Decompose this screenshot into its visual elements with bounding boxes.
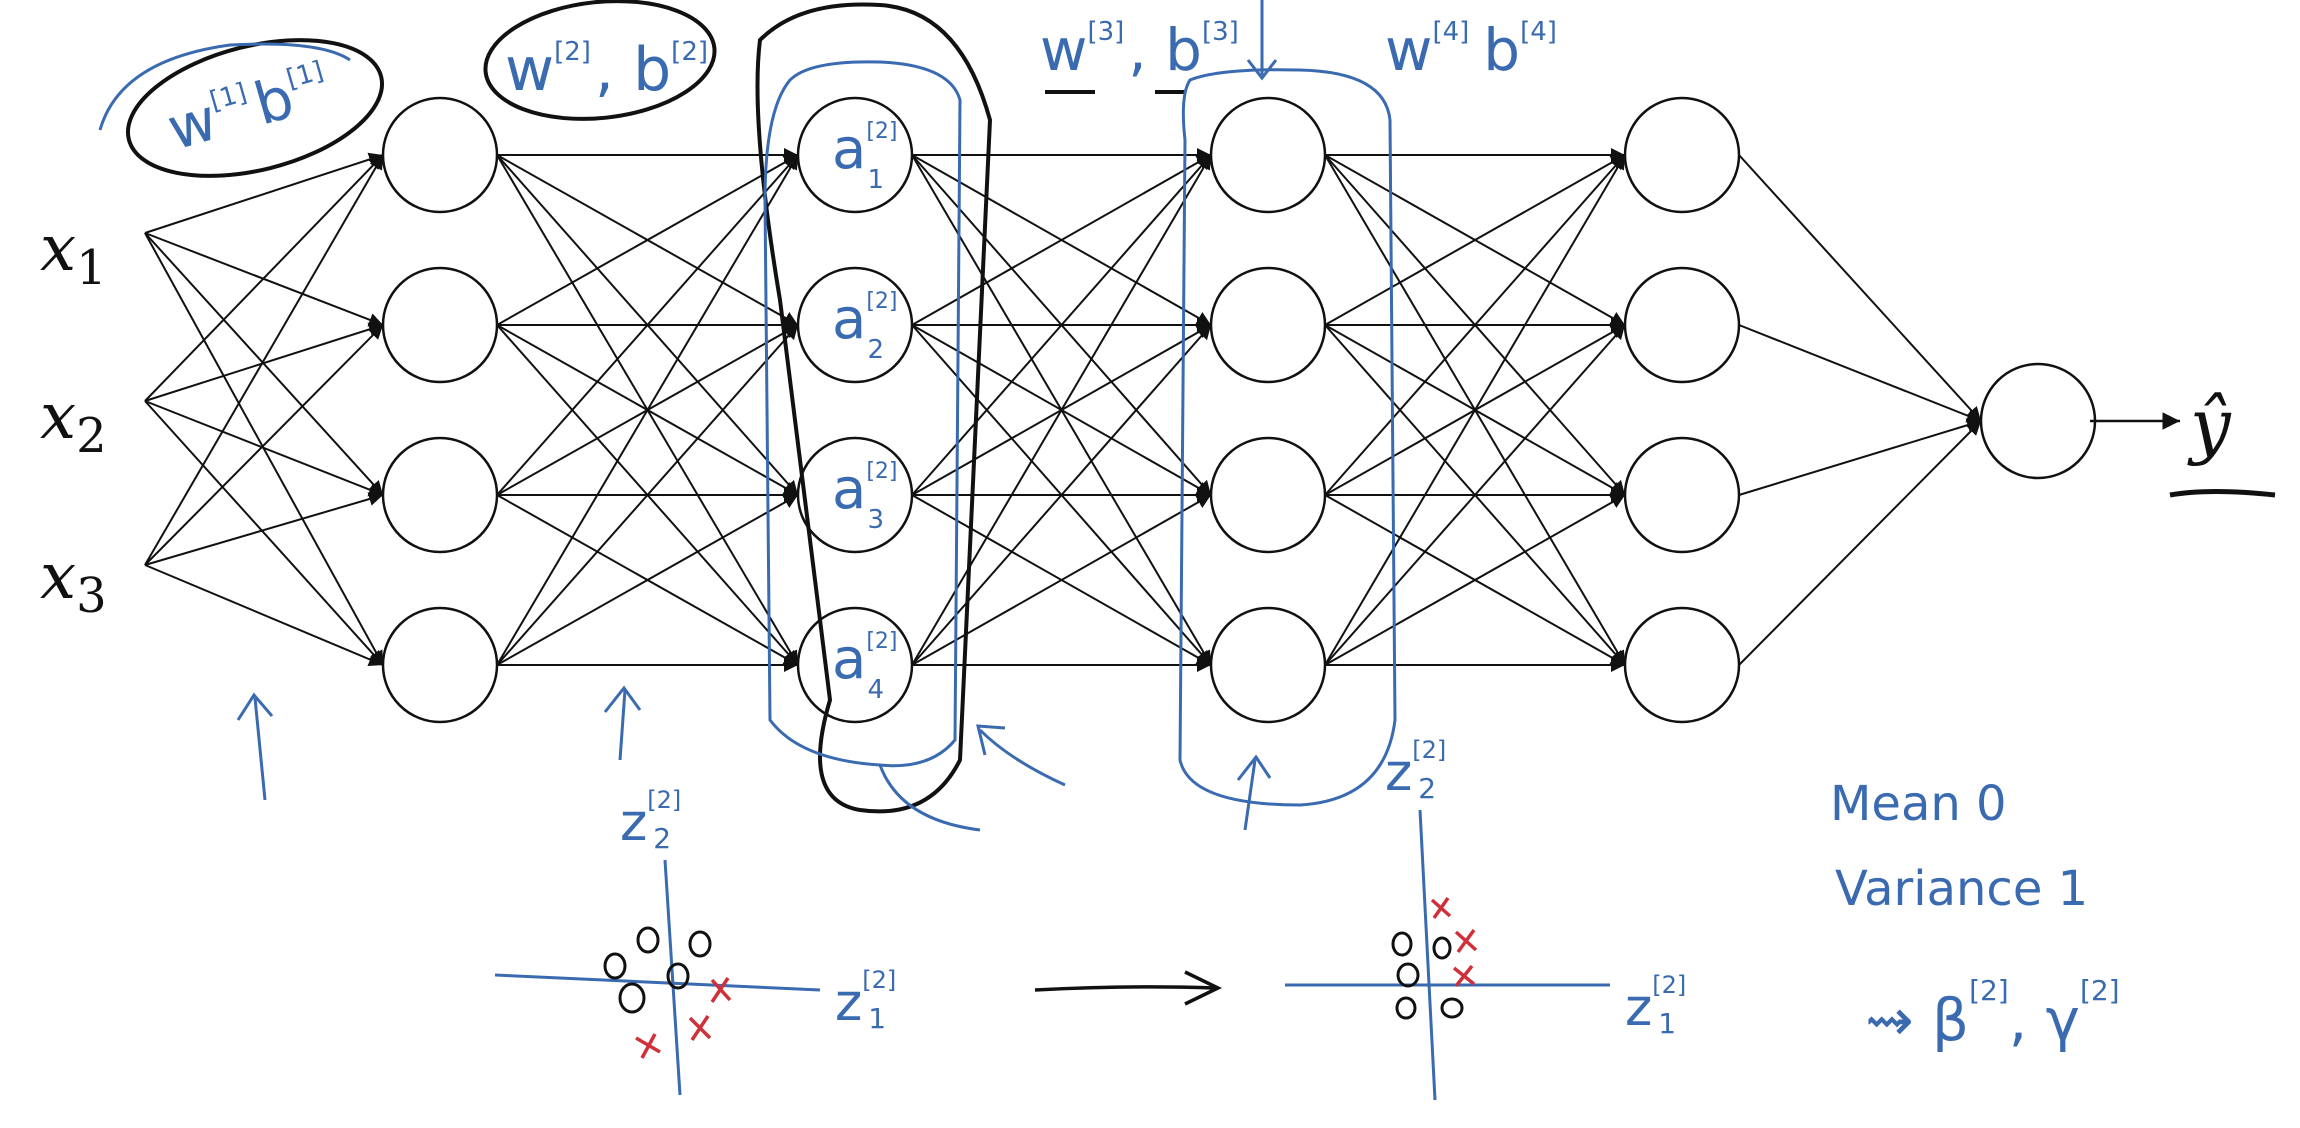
note-variance: Variance 1: [1835, 861, 2088, 917]
plot-left-y-axis: [663, 859, 682, 1096]
edge-l1n2-l2n1: [496, 154, 799, 326]
plot-right-x-label: z[2]1: [1625, 971, 1686, 1040]
edge-l2n4-l3n1: [911, 154, 1212, 666]
neuron-layer1-3: [381, 436, 499, 554]
weight-label-layer3: w[3], b[3]: [1040, 16, 1239, 94]
weight-label-layer2: w[2], b[2]: [483, 0, 717, 121]
pointer-arrows: [236, 685, 1272, 831]
blue-arrow-down-layer3: [1246, 0, 1278, 81]
svg-text:w[2], b[2]: w[2], b[2]: [505, 35, 708, 105]
neuron-layer2-3: [796, 436, 914, 554]
input-label-x2: x2: [40, 380, 107, 464]
edge-l1n4-l2n2: [496, 324, 799, 666]
edge-input2-l1n2: [144, 322, 384, 402]
edge-l1n3-l2n1: [496, 154, 799, 496]
input-label-x1: x1: [40, 212, 107, 296]
neuron-layer3-2: [1209, 266, 1327, 384]
edge-l1n4-l2n3: [496, 494, 799, 666]
edge-l4n3-l5n1: [1738, 418, 1982, 496]
transform-arrow: [1034, 970, 1223, 1006]
black-loop-w2: [483, 0, 717, 121]
edge-l2n4-l3n2: [911, 324, 1212, 666]
neuron-layer2-2: [796, 266, 914, 384]
weight-label-layer1: w[1]b[1]: [98, 38, 385, 178]
edge-input3-l1n2: [144, 324, 384, 566]
edge-input3-l1n4: [144, 564, 384, 667]
black-loop-w1: [125, 38, 385, 178]
activation-a1: a[2]1: [832, 117, 898, 195]
normalization-notes: Mean 0 Variance 1 ⇝ β[2], γ[2]: [1830, 776, 2120, 1054]
neuron-layer4-3: [1623, 436, 1741, 554]
output-label-yhat: ŷ: [2187, 383, 2232, 467]
pointer-arrow-2: [603, 685, 642, 761]
edge-l3n4-l4n1: [1324, 154, 1626, 666]
pointer-arrow-3: [976, 724, 1066, 787]
note-params: ⇝ β[2], γ[2]: [1865, 974, 2120, 1054]
blue-stroke-w1: [98, 42, 351, 131]
output-underline: [2169, 489, 2276, 498]
note-mean: Mean 0: [1830, 776, 2007, 832]
plot-right-y-axis: [1418, 809, 1437, 1101]
neuron-layer1-4: [381, 606, 499, 724]
edge-input3-l1n3: [144, 492, 384, 566]
pointer-arrow-4: [1236, 754, 1272, 831]
activation-a2: a[2]2: [832, 287, 898, 365]
neuron-layer4-2: [1623, 266, 1741, 384]
edge-l4n4-l5n1: [1738, 420, 1982, 666]
edge-input3-l1n1: [144, 154, 384, 566]
plot-right-circles: [1391, 931, 1464, 1020]
plot-left-x-axis: [494, 973, 821, 992]
edge-l3n2-l4n1: [1324, 154, 1626, 326]
svg-text:w[4]b[4]: w[4]b[4]: [1385, 16, 1557, 84]
plot-right-crosses: [1430, 896, 1478, 988]
pointer-arrow-1: [236, 692, 274, 801]
scatter-plot-right: z[2]2 z[2]1: [1285, 736, 1686, 1101]
edge-l3n4-l4n3: [1324, 494, 1626, 666]
edge-input1-l1n1: [144, 152, 384, 234]
edge-l2n2-l3n1: [911, 154, 1212, 326]
activation-a4: a[2]4: [832, 627, 898, 705]
svg-text:w[1]b[1]: w[1]b[1]: [160, 53, 336, 164]
edge-l3n3-l4n1: [1324, 154, 1626, 496]
plot-right-y-label: z[2]2: [1385, 736, 1446, 805]
neuron-layer3-1: [1209, 96, 1327, 214]
network-neurons: [381, 96, 2097, 724]
neuron-layer2-1: [796, 96, 914, 214]
edge-l3n4-l4n2: [1324, 324, 1626, 666]
edge-input2-l1n3: [144, 400, 384, 497]
network-edges: [144, 148, 1982, 672]
plot-left-circles: [603, 926, 712, 1014]
neuron-layer4-1: [1623, 96, 1741, 214]
neuron-layer5-1: [1979, 362, 2097, 480]
edge-l2n3-l3n1: [911, 154, 1212, 496]
plot-left-y-label: z[2]2: [620, 786, 681, 855]
neuron-layer3-4: [1209, 606, 1327, 724]
weight-label-layer4: w[4]b[4]: [1246, 0, 1557, 84]
plot-left-x-label: z[2]1: [835, 966, 896, 1035]
neuron-layer1-1: [381, 96, 499, 214]
neuron-layer1-2: [381, 266, 499, 384]
blue-loop-layer3: [1178, 68, 1397, 807]
edge-l4n2-l5n1: [1738, 324, 1982, 423]
edge-l4n1-l5n1: [1738, 154, 1982, 422]
edge-l1n4-l2n1: [496, 154, 799, 666]
blue-loop-layer2: [763, 60, 962, 768]
neuron-layer2-4: [796, 606, 914, 724]
edge-input2-l1n1: [144, 154, 384, 402]
input-label-x3: x3: [40, 540, 107, 624]
neuron-layer4-4: [1623, 606, 1741, 724]
neuron-layer3-3: [1209, 436, 1327, 554]
plot-left-crosses: [635, 977, 732, 1059]
activation-labels: a[2]1 a[2]2 a[2]3 a[2]4: [832, 117, 898, 705]
scatter-plot-left: z[2]2 z[2]1: [494, 786, 896, 1096]
edge-input2-l1n4: [144, 400, 384, 666]
svg-text:w[3], b[3]: w[3], b[3]: [1040, 16, 1239, 84]
input-labels: x1 x2 x3: [40, 212, 107, 624]
edge-l2n4-l3n3: [911, 494, 1212, 666]
activation-a3: a[2]3: [832, 457, 898, 535]
